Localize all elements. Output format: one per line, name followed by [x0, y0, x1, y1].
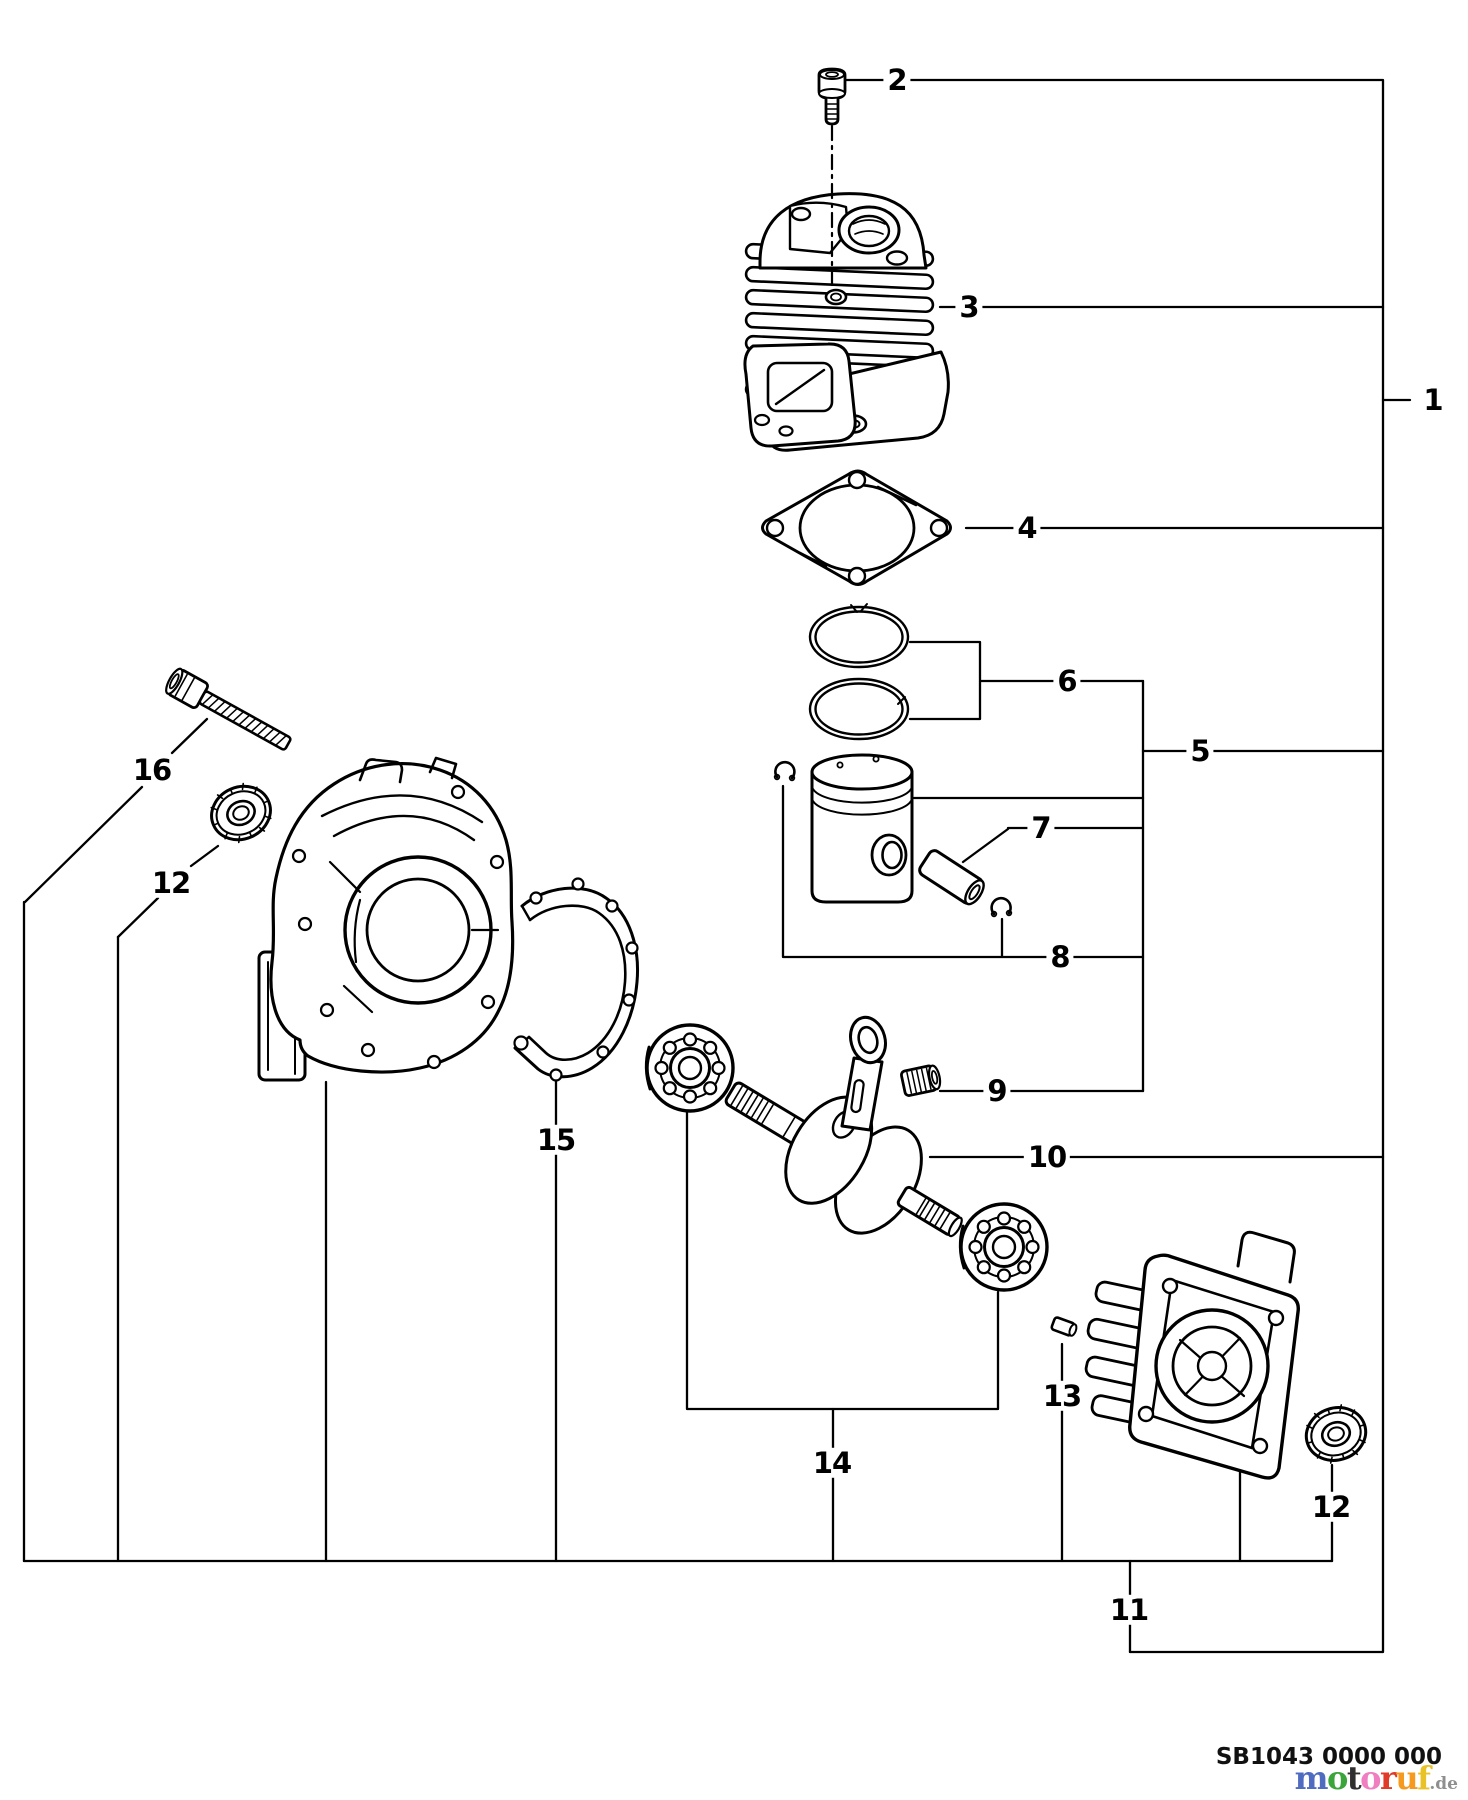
watermark-letter: t	[1346, 1759, 1362, 1797]
callout-2: 2	[883, 64, 911, 95]
bearing-bracket-14	[685, 1110, 1000, 1411]
crankcase-right-drawing	[1084, 1230, 1300, 1480]
leader-lines	[22, 78, 1412, 1654]
callout-15: 15	[532, 1124, 580, 1155]
leader-16	[23, 717, 209, 904]
oil-seal-right-drawing	[1304, 1404, 1368, 1464]
piston-ring-set-drawing	[808, 603, 910, 741]
motoruf-watermark: motoruf.de	[1295, 1759, 1458, 1797]
watermark-letter: u	[1395, 1759, 1418, 1797]
oil-seal-left-drawing	[210, 782, 272, 844]
cap-screw-drawing	[165, 667, 292, 751]
callout-11: 11	[1105, 1594, 1153, 1625]
callout-16: 16	[128, 754, 176, 785]
callout-5: 5	[1186, 735, 1214, 766]
circlip-left-drawing	[773, 760, 796, 782]
watermark-letter: m	[1294, 1759, 1329, 1797]
crankcase-gasket-drawing	[513, 877, 640, 1082]
crankshaft-drawing	[724, 1015, 963, 1238]
watermark-letter: f	[1417, 1759, 1431, 1797]
dowel-pin-drawing	[1050, 1316, 1078, 1337]
ball-bearing-left-drawing	[644, 1023, 735, 1113]
callout-7: 7	[1027, 812, 1055, 843]
wrist-pin-drawing	[918, 849, 985, 906]
piston-drawing	[810, 753, 914, 904]
callout-14: 14	[808, 1447, 856, 1478]
needle-bearing-drawing	[900, 1064, 942, 1097]
ball-bearing-right-drawing	[958, 1202, 1049, 1292]
callout-12: 12	[147, 867, 195, 898]
part-code: SB1043 0000 000	[1215, 1744, 1442, 1770]
leader-6	[908, 640, 1145, 721]
callout-1: 1	[1419, 384, 1447, 415]
leader-8	[781, 784, 1145, 959]
cylinder-gasket-drawing	[761, 469, 952, 586]
callout-9: 9	[983, 1075, 1011, 1106]
callout-6: 6	[1053, 665, 1081, 696]
motoruf-watermark-word: motoruf	[1294, 1759, 1431, 1797]
leader-12-left	[116, 844, 220, 939]
callout-10: 10	[1023, 1141, 1071, 1172]
crankcase-left-drawing	[257, 756, 515, 1082]
watermark-letter: r	[1379, 1759, 1397, 1797]
watermark-letter: o	[1360, 1759, 1381, 1797]
callout-4: 4	[1013, 512, 1041, 543]
watermark-letter: o	[1327, 1759, 1348, 1797]
motoruf-watermark-suffix: .de	[1429, 1774, 1458, 1794]
callout-8: 8	[1046, 941, 1074, 972]
callout-13: 13	[1038, 1380, 1086, 1411]
socket-bolt-drawing	[817, 67, 847, 126]
cylinder-drawing	[743, 192, 950, 452]
circlip-right-drawing	[990, 896, 1013, 918]
callout-12: 12	[1307, 1491, 1355, 1522]
callout-3: 3	[955, 291, 983, 322]
leader-spine	[844, 78, 1385, 1654]
